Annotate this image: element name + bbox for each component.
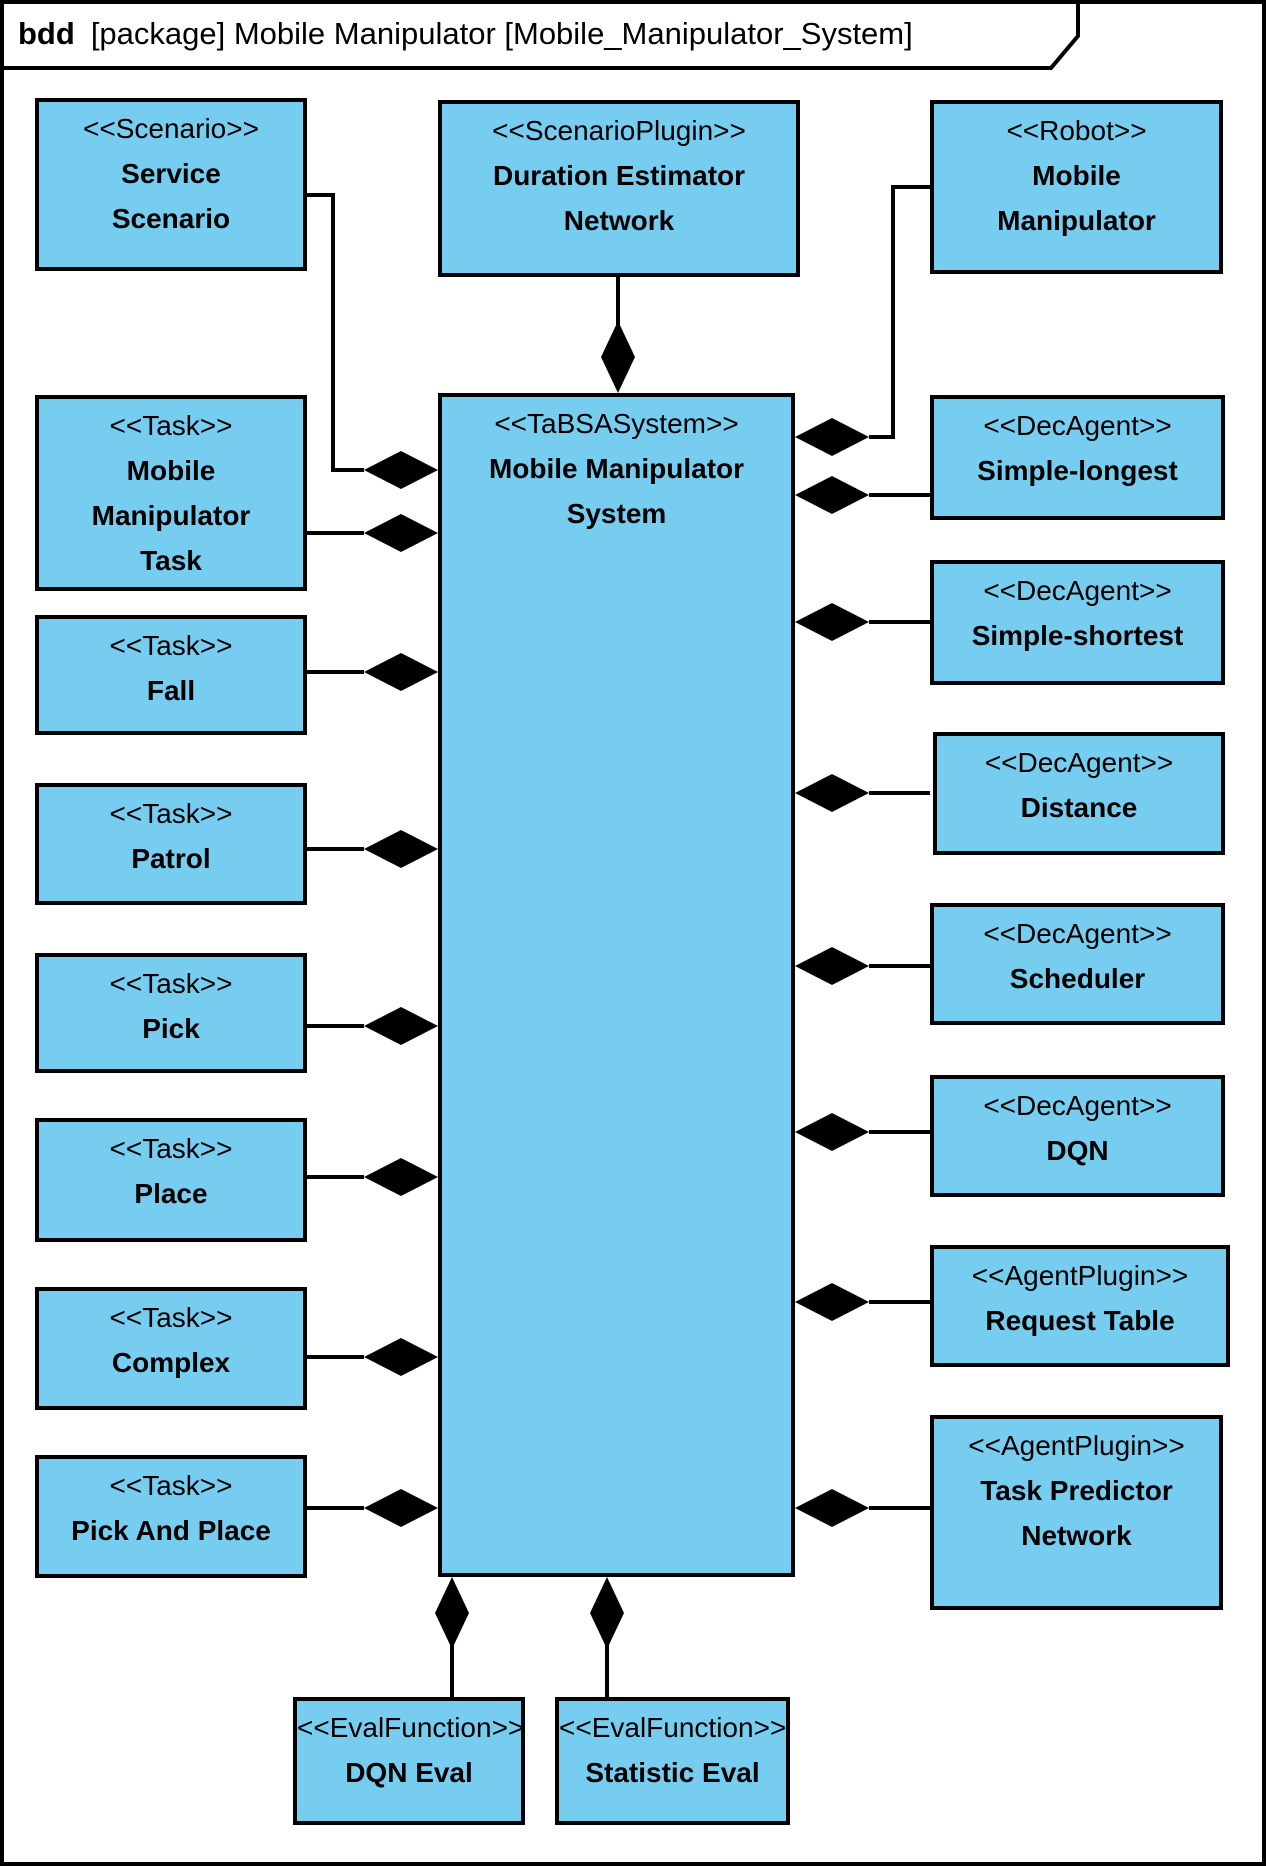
block-name-label: Mobile Manipulator Task [91,455,251,576]
block-name-label: DQN [1046,1135,1109,1166]
block-name-label: Task Predictor Network [980,1475,1173,1551]
composition-diamond-patrol [364,830,438,868]
block-name-label: Mobile Manipulator [997,160,1156,236]
block-name-label: Simple-shortest [971,620,1184,651]
block-duration-estimator-network: <<ScenarioPlugin>> Duration Estimator Ne… [438,100,800,277]
composition-diamond-dqn-eval [435,1577,469,1649]
block-dqn-eval: <<EvalFunction>> DQN Eval [293,1697,525,1825]
composition-diamond-fall [364,653,438,691]
block-simple-shortest: <<DecAgent>> Simple-shortest [930,560,1225,685]
block-mobile-manipulator-system: <<TaBSASystem>> Mobile Manipulator Syste… [438,393,795,1577]
stereotype-label: <<DecAgent>> [983,918,1172,949]
block-distance: <<DecAgent>> Distance [933,732,1225,855]
stereotype-label: <<Task>> [109,798,233,829]
composition-diamonds [364,321,869,1649]
composition-diamond-place [364,1158,438,1196]
connector-lines [307,185,930,1697]
stereotype-label: <<AgentPlugin>> [971,1260,1189,1291]
diagram-title-tab [0,0,1080,70]
block-name-label: Pick And Place [71,1515,271,1546]
block-name-label: Mobile Manipulator System [488,453,745,529]
block-mobile-manipulator-task: <<Task>> Mobile Manipulator Task [35,395,307,591]
stereotype-label: <<Task>> [109,630,233,661]
composition-diamond-task-predictor-network [795,1489,869,1527]
diagram-title: bdd [package] Mobile Manipulator [Mobile… [18,0,913,68]
composition-diamond-dqn [795,1113,869,1151]
block-robot-mobile-manipulator: <<Robot>> Mobile Manipulator [930,100,1223,274]
composition-diamond-robot-mobile-manipulator [795,418,869,456]
block-simple-longest: <<DecAgent>> Simple-longest [930,395,1225,520]
stereotype-label: <<TaBSASystem>> [494,408,739,439]
stereotype-label: <<DecAgent>> [983,410,1172,441]
composition-diamond-service-scenario [364,451,438,489]
block-name-label: Simple-longest [977,455,1178,486]
stereotype-label: <<Task>> [109,968,233,999]
composition-diamond-mobile-manipulator-task [364,514,438,552]
block-name-label: Distance [1020,792,1138,823]
block-request-table: <<AgentPlugin>> Request Table [930,1245,1230,1367]
composition-diamond-statistic-eval [590,1577,624,1649]
composition-diamond-pick-and-place [364,1489,438,1527]
block-pick: <<Task>> Pick [35,953,307,1073]
block-patrol: <<Task>> Patrol [35,783,307,905]
composition-diamond-simple-shortest [795,603,869,641]
stereotype-label: <<ScenarioPlugin>> [492,115,746,146]
block-name-label: Request Table [985,1305,1175,1336]
stereotype-label: <<EvalFunction>> [297,1712,525,1743]
stereotype-label: <<DecAgent>> [983,575,1172,606]
stereotype-label: <<EvalFunction>> [559,1712,787,1743]
connector-system-robot-mobile-manipulator [869,185,930,439]
diagram-frame-kind: bdd [18,16,75,51]
connector-system-service-scenario [307,193,364,472]
stereotype-label: <<AgentPlugin>> [968,1430,1185,1461]
block-name-label: Duration Estimator Network [492,160,746,236]
block-name-label: Scheduler [1009,963,1146,994]
diagram-title-label: [package] Mobile Manipulator [Mobile_Man… [90,16,913,51]
block-dqn: <<DecAgent>> DQN [930,1075,1225,1197]
block-name-label: Complex [111,1347,231,1378]
block-fall: <<Task>> Fall [35,615,307,735]
block-task-predictor-network: <<AgentPlugin>> Task Predictor Network [930,1415,1223,1610]
stereotype-label: <<DecAgent>> [984,747,1174,778]
block-service-scenario: <<Scenario>> Service Scenario [35,98,307,271]
block-name-label: Fall [146,675,196,706]
composition-diamond-scheduler [795,947,869,985]
block-statistic-eval: <<EvalFunction>> Statistic Eval [555,1697,790,1825]
stereotype-label: <<Robot>> [1006,115,1147,146]
composition-diamond-complex [364,1338,438,1376]
composition-diamond-simple-longest [795,476,869,514]
composition-diamond-duration-estimator-network [601,321,635,393]
stereotype-label: <<Task>> [109,1302,233,1333]
stereotype-label: <<DecAgent>> [983,1090,1172,1121]
composition-diamond-pick [364,1007,438,1045]
composition-diamond-request-table [795,1283,869,1321]
block-pick-and-place: <<Task>> Pick And Place [35,1455,307,1578]
block-name-label: Statistic Eval [585,1757,760,1788]
block-name-label: Place [134,1178,208,1209]
block-complex: <<Task>> Complex [35,1287,307,1410]
block-name-label: Patrol [131,843,211,874]
block-scheduler: <<DecAgent>> Scheduler [930,903,1225,1025]
stereotype-label: <<Scenario>> [83,113,259,144]
block-place: <<Task>> Place [35,1118,307,1242]
stereotype-label: <<Task>> [109,410,233,441]
block-name-label: DQN Eval [345,1757,473,1788]
stereotype-label: <<Task>> [109,1470,233,1501]
composition-diamond-distance [795,774,869,812]
block-name-label: Service Scenario [111,158,231,234]
block-name-label: Pick [142,1013,200,1044]
stereotype-label: <<Task>> [109,1133,233,1164]
